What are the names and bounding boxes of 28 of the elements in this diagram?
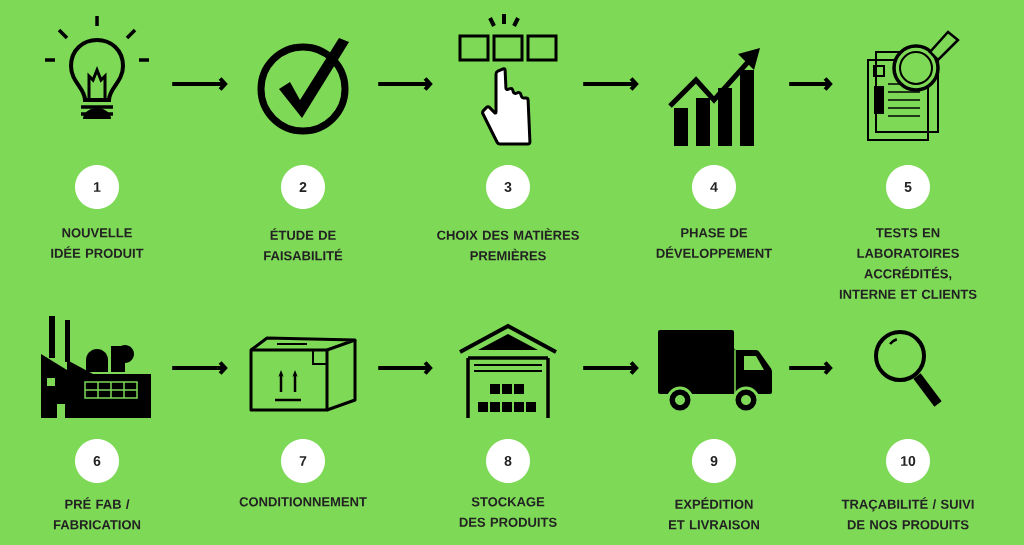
arrow	[789, 77, 833, 91]
arrow	[789, 361, 833, 375]
step-label: NOUVELLE IDÉE PRODUIT	[51, 228, 144, 258]
step-label: EXPÉDITION ET LIVRAISON	[669, 497, 759, 530]
warehouse-icon	[459, 323, 557, 418]
lightbulb-icon	[45, 16, 149, 119]
arrow	[172, 77, 228, 91]
document-magnifier-icon	[867, 30, 960, 141]
step-label: TESTS EN LABORATOIRES ACCRÉDITÉS, INTERNE ET CLIENTS	[839, 228, 977, 299]
pointing-hand-icon	[458, 14, 558, 146]
magnifier-icon	[874, 330, 942, 407]
checkmark-icon	[257, 38, 349, 135]
step-label: CONDITIONNEMENT	[239, 497, 367, 507]
factory-icon	[41, 316, 151, 418]
step-label: ÉTUDE DE FAISABILITÉ	[264, 228, 343, 261]
arrow	[378, 361, 433, 375]
step-label: TRAÇABILITÉ / SUIVI DE NOS PRODUITS	[841, 497, 974, 530]
truck-icon	[658, 330, 772, 414]
growth-chart-icon	[668, 48, 760, 146]
arrow	[583, 361, 639, 375]
arrow	[172, 361, 228, 375]
arrow	[378, 77, 433, 91]
step-label: PHASE DE DÉVELOPPEMENT	[656, 228, 772, 258]
arrow	[583, 77, 639, 91]
step-label: STOCKAGE DES PRODUITS	[459, 497, 557, 527]
step-label: PRÉ FAB / FABRICATION	[53, 497, 141, 530]
step-label: CHOIX DES MATIÈRES PREMIÈRES	[437, 228, 579, 261]
cardboard-box-icon	[249, 336, 357, 412]
